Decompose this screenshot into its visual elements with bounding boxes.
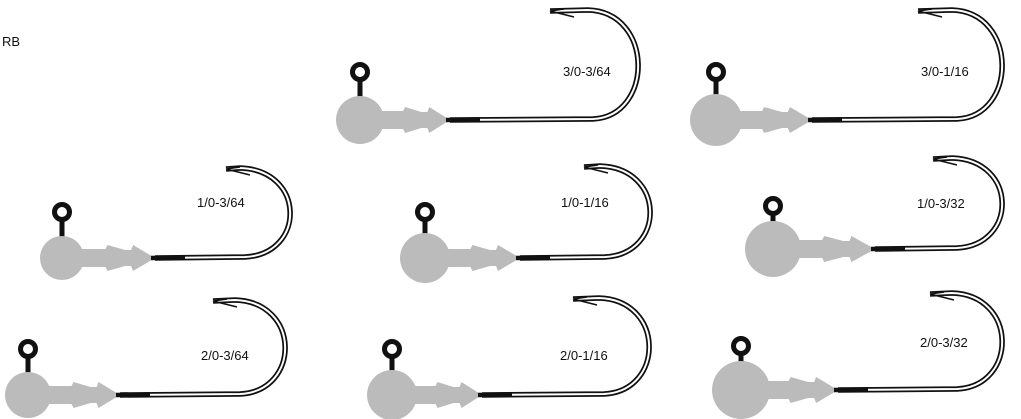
hook-wire-highlight bbox=[811, 8, 1004, 121]
hook-barb bbox=[212, 298, 238, 308]
jig-collar bbox=[741, 377, 838, 403]
jig-size-label: 1/0-3/64 bbox=[197, 195, 245, 210]
jig-head-3: 1/0-3/64 bbox=[40, 165, 293, 280]
jig-collar bbox=[28, 382, 120, 408]
hook-shank bbox=[807, 117, 843, 123]
jig-collar bbox=[360, 107, 450, 133]
hook-barb bbox=[572, 296, 598, 306]
hook-barb bbox=[917, 8, 943, 18]
jig-head-4: 1/0-1/16 bbox=[400, 163, 653, 283]
line-tie-eye bbox=[18, 339, 38, 359]
jig-head-6: 2/0-3/64 bbox=[5, 297, 288, 418]
hook-shank bbox=[515, 255, 551, 261]
corner-code-label: RB bbox=[2, 34, 20, 49]
jig-collar bbox=[425, 245, 520, 271]
jig-collar bbox=[773, 236, 875, 262]
hook-wire-highlight bbox=[519, 164, 652, 259]
hook-shank bbox=[115, 392, 151, 398]
hook-wire-highlight bbox=[154, 166, 292, 259]
hook-wire-outline bbox=[481, 295, 652, 398]
line-tie-eye bbox=[763, 196, 783, 216]
line-tie-eye bbox=[415, 202, 435, 222]
line-tie-eye bbox=[731, 336, 751, 356]
jig-collar bbox=[716, 107, 812, 133]
hook-barb bbox=[583, 164, 609, 174]
hook-barb bbox=[225, 166, 251, 176]
line-tie-eye bbox=[350, 62, 370, 82]
jig-size-label: 2/0-3/32 bbox=[920, 335, 968, 350]
line-tie-eye bbox=[382, 339, 402, 359]
hook-wire-highlight bbox=[837, 291, 1004, 391]
jig-size-label: 3/0-3/64 bbox=[563, 64, 611, 79]
jig-size-label: 1/0-3/32 bbox=[917, 196, 965, 211]
line-tie-eye bbox=[52, 202, 72, 222]
hook-shank bbox=[833, 387, 869, 393]
jig-collar bbox=[392, 382, 482, 408]
line-tie-eye bbox=[706, 62, 726, 82]
jig-head-8: 2/0-3/32 bbox=[712, 290, 1005, 419]
jig-head-5: 1/0-3/32 bbox=[745, 155, 1005, 277]
hook-wire-outline bbox=[154, 165, 293, 261]
jig-layer: 3/0-3/64 3/0-1/16 1/0-3/64 1/0-1/16 1/0-3/32… bbox=[5, 7, 1005, 419]
hook-barb bbox=[549, 8, 575, 18]
hook-wire-highlight bbox=[874, 156, 1004, 250]
jig-size-label: 2/0-3/64 bbox=[201, 348, 249, 363]
jig-size-label: 2/0-1/16 bbox=[560, 348, 608, 363]
hook-barb bbox=[929, 291, 955, 301]
hook-shank bbox=[870, 246, 906, 252]
hook-wire-outline bbox=[811, 7, 1005, 123]
hook-wire-highlight bbox=[481, 296, 651, 396]
jig-size-label: 3/0-1/16 bbox=[921, 64, 969, 79]
hook-wire-outline bbox=[519, 163, 653, 261]
jig-head-7: 2/0-1/16 bbox=[367, 295, 652, 419]
jig-head-2: 3/0-1/16 bbox=[690, 7, 1005, 146]
hook-wire-highlight bbox=[449, 8, 640, 121]
hook-shank bbox=[477, 392, 513, 398]
hook-barb bbox=[932, 156, 958, 166]
hook-shank bbox=[445, 117, 481, 123]
jig-collar bbox=[62, 245, 155, 271]
jig-size-label: 1/0-1/16 bbox=[561, 195, 609, 210]
hook-shank bbox=[150, 255, 186, 261]
hook-wire-highlight bbox=[119, 298, 287, 396]
jig-head-1: 3/0-3/64 bbox=[336, 7, 641, 144]
